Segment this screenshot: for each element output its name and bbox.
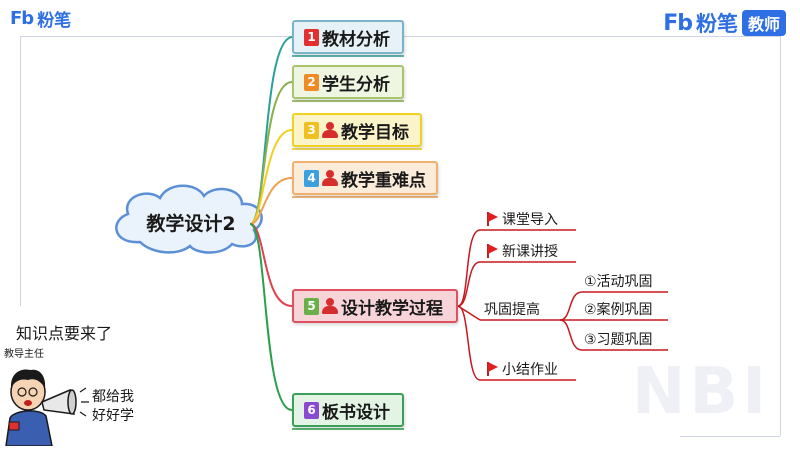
fb-logo-mark: Fb xyxy=(663,10,693,36)
step-label: 课堂导入 xyxy=(502,212,558,228)
branch-label: 板书设计 xyxy=(322,402,390,423)
red-flag-icon xyxy=(486,212,498,226)
branch-label: 教学目标 xyxy=(341,122,409,143)
process-step-teaching: 新课讲授 xyxy=(486,241,558,261)
consolidation-item-case: ②案例巩固 xyxy=(584,302,653,318)
branch-node-3: 3 教学目标 xyxy=(292,113,422,147)
fenbi-logo-text: 粉笔 xyxy=(695,12,738,36)
number-badge: 4 xyxy=(304,169,319,187)
fenbi-logo-text: 粉笔 xyxy=(37,11,72,31)
branch-label: 设计教学过程 xyxy=(341,298,443,319)
red-flag-icon xyxy=(486,244,498,258)
number-badge: 5 xyxy=(304,297,319,315)
teacher-badge: 教师 xyxy=(741,10,786,36)
number-badge: 1 xyxy=(304,28,319,46)
director-cartoon xyxy=(5,369,89,446)
cartoon-role-label: 教导主任 xyxy=(4,349,44,360)
branch-label: 教材分析 xyxy=(322,29,390,50)
person-icon xyxy=(322,298,338,314)
cartoon-headline: 知识点要来了 xyxy=(16,324,113,343)
speech-line-2: 好好学 xyxy=(92,408,134,424)
number-badge: 3 xyxy=(304,121,319,139)
speech-line-1: 都给我 xyxy=(92,389,134,405)
person-icon xyxy=(322,170,338,186)
fenbi-logo-left: Fb 粉笔 xyxy=(10,6,71,31)
red-flag-icon xyxy=(486,362,498,376)
branch-node-6: 6 板书设计 xyxy=(292,393,404,427)
process-step-summary: 小结作业 xyxy=(486,359,558,379)
branch-node-5: 5 设计教学过程 xyxy=(292,289,458,323)
frame-left-line xyxy=(20,36,21,306)
central-cloud-shape xyxy=(115,184,263,254)
consolidation-item-exercise: ③习题巩固 xyxy=(584,332,653,348)
step-label: 巩固提高 xyxy=(484,302,540,318)
frame-bottom-line xyxy=(680,436,780,437)
branch-node-1: 1 教材分析 xyxy=(292,20,404,54)
process-step-consolidation: 巩固提高 xyxy=(484,299,540,319)
step-label: 小结作业 xyxy=(502,362,558,378)
number-badge: 6 xyxy=(304,401,319,419)
step-label: 新课讲授 xyxy=(502,244,558,260)
person-icon xyxy=(322,122,338,138)
branch-label: 教学重难点 xyxy=(341,170,426,191)
central-topic: 教学设计2 xyxy=(146,212,236,235)
number-badge: 2 xyxy=(304,73,319,91)
branch-label: 学生分析 xyxy=(322,74,390,95)
branch-node-2: 2 学生分析 xyxy=(292,65,404,99)
consolidation-item-activity: ①活动巩固 xyxy=(584,274,653,290)
frame-right-line xyxy=(780,36,781,436)
fb-logo-mark: Fb xyxy=(10,8,34,29)
fenbi-teacher-logo: Fb 粉笔 教师 xyxy=(663,8,786,38)
watermark: NBI xyxy=(631,355,770,429)
process-step-intro: 课堂导入 xyxy=(486,209,558,229)
branch-node-4: 4 教学重难点 xyxy=(292,161,438,195)
